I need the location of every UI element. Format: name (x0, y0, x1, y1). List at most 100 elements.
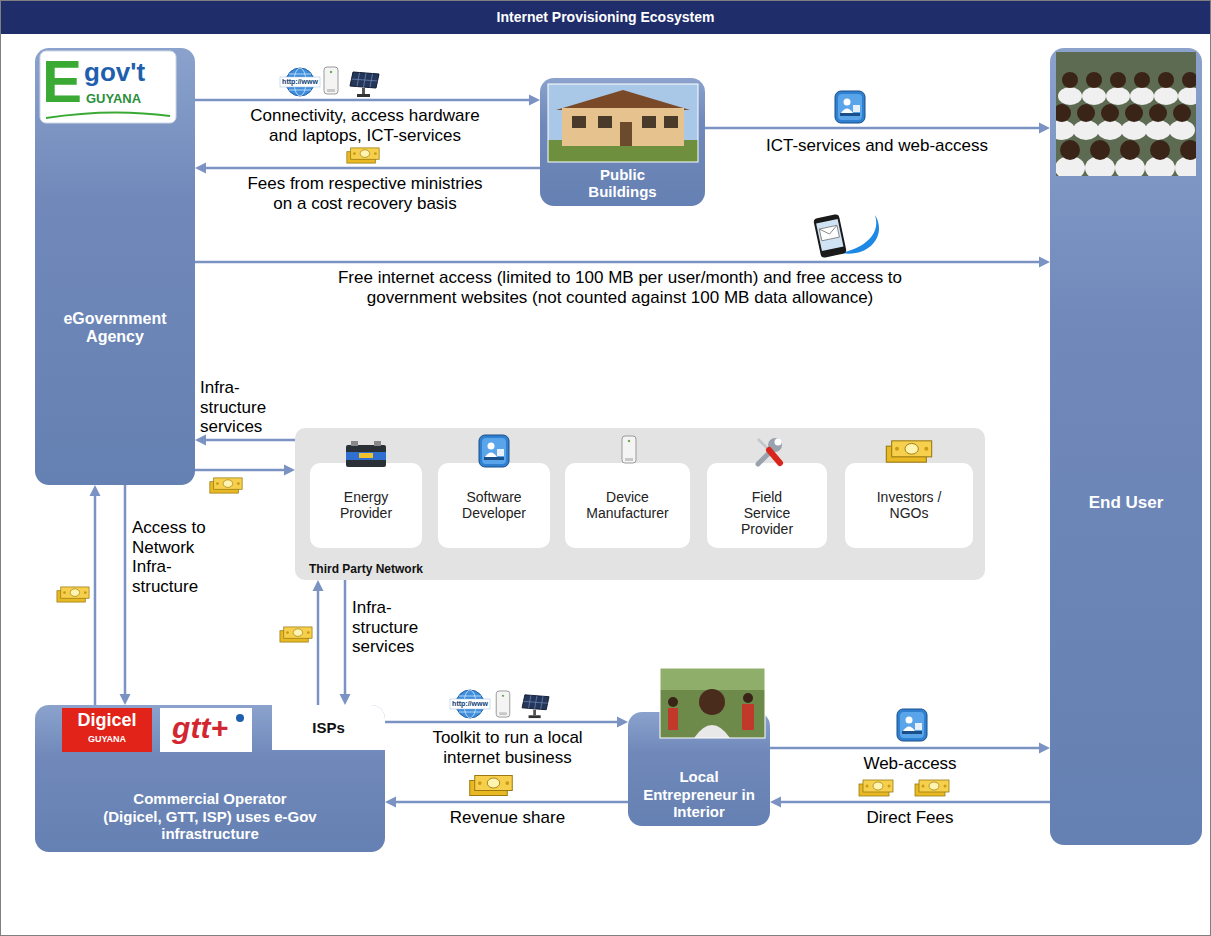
arrow-head (340, 694, 351, 705)
logo-text: GUYANA (62, 735, 152, 745)
arrow-head (284, 465, 295, 476)
gtt-logo (160, 708, 252, 752)
flow-label: Infra- structure services (200, 378, 288, 437)
arrow-head (770, 797, 781, 808)
arrow-line (779, 801, 1050, 804)
money-icon (886, 441, 931, 462)
logo-text: GUYANA (86, 92, 174, 106)
flow-label-box: Infra- structure services (200, 378, 288, 437)
arrow-line (124, 485, 127, 696)
partner-box: Field Service Provider (707, 463, 827, 548)
flow-label-box: ICT-services and web-access (712, 136, 1042, 156)
arrow-line (204, 167, 540, 170)
label-box: Digicel (62, 711, 152, 731)
title-bar: Internet Provisioning Ecosystem (0, 0, 1211, 34)
flow-arrow (705, 123, 1050, 134)
router-icon (496, 691, 510, 717)
icon-text: http://www (280, 78, 320, 86)
service-icon (897, 709, 927, 741)
user-box: End User (1050, 48, 1202, 845)
arrow-head (529, 95, 540, 106)
icon-text: http://www (450, 700, 490, 708)
money-icon (210, 478, 242, 493)
node-label: Software Developer (444, 489, 544, 521)
phone-icon (813, 214, 879, 259)
arrow-line (94, 494, 97, 705)
solar-panel-icon (522, 695, 549, 718)
node-label: Device Manufacturer (578, 489, 678, 521)
label-box: http://www (280, 78, 320, 86)
arrow-line (394, 801, 628, 804)
arrow-head (195, 163, 206, 174)
flow-label: ICT-services and web-access (712, 136, 1042, 156)
flow-label: Web-access (790, 754, 1030, 774)
flow-label-box: Revenue share (405, 808, 610, 828)
flow-label-box: Toolkit to run a local internet business (405, 728, 610, 767)
flow-arrow (385, 717, 628, 728)
arrow-head (90, 485, 101, 496)
arrow-line (317, 589, 320, 705)
router-icon (622, 436, 636, 463)
battery-icon (346, 441, 386, 467)
partner-box: Device Manufacturer (565, 463, 690, 548)
money-icon (859, 780, 893, 796)
logo-text: Digicel (62, 711, 152, 731)
node-label: Local Entrepreneur in Interior (635, 768, 763, 820)
node-label: eGovernment Agency (45, 310, 185, 347)
building-photo (548, 84, 698, 162)
arrow-head (385, 797, 396, 808)
flow-arrow (90, 485, 101, 705)
egov-logo (40, 51, 176, 123)
flow-arrow (340, 580, 351, 705)
partner-box: Energy Provider (310, 463, 422, 548)
label-box: GUYANA (62, 735, 152, 745)
money-icon (57, 587, 89, 602)
title: Internet Provisioning Ecosystem (497, 9, 715, 25)
money-icon (915, 780, 949, 796)
arrow-line (195, 469, 286, 472)
logo-text: gtt+ (160, 711, 240, 744)
flow-label-box: Free internet access (limited to 100 MB … (295, 268, 945, 307)
flow-label: Fees from respective ministries on a cos… (241, 174, 489, 213)
money-icon (470, 776, 513, 796)
flow-label: Free internet access (limited to 100 MB … (295, 268, 945, 307)
arrow-line (770, 747, 1041, 750)
flow-arrow (195, 95, 540, 106)
partner-box: Software Developer (438, 463, 550, 548)
network-band: Third Party Network Energy Provider Softwa… (295, 428, 985, 580)
node-label: Commercial Operator (Digicel, GTT, ISP) … (103, 790, 318, 842)
logo-text: gov't (84, 58, 174, 87)
arrow-head (1039, 743, 1050, 754)
solar-panel-icon (350, 72, 379, 97)
flow-label-box: Connectivity, access hardware and laptop… (240, 106, 490, 145)
crowd-photo (1056, 52, 1196, 176)
flow-arrow (195, 435, 295, 446)
agency-box: eGovernment Agency (35, 48, 195, 485)
flow-arrow (313, 580, 324, 705)
flow-arrow (770, 743, 1050, 754)
arrow-line (385, 721, 619, 724)
arrow-line (344, 580, 347, 696)
entrepreneur-photo (660, 668, 765, 738)
arrow-line (195, 99, 531, 102)
arrow-line (705, 127, 1041, 130)
node-label: Investors / NGOs (864, 489, 954, 521)
globe-icon (280, 68, 320, 96)
label-box: gov't (84, 58, 174, 87)
service-icon (835, 91, 865, 123)
arrow-head (1039, 257, 1050, 268)
arrow-line (204, 439, 295, 442)
flow-label-box: Web-access (790, 754, 1030, 774)
arrow-head (313, 580, 324, 591)
label-box: gtt+ (160, 711, 240, 744)
flow-label: Connectivity, access hardware and laptop… (240, 106, 490, 145)
node-label: Third Party Network (309, 563, 423, 577)
service-icon (479, 435, 509, 467)
flow-label-box: Access to Network Infra- structure (132, 518, 220, 596)
partner-box: Investors / NGOs (845, 463, 973, 548)
node-label: Field Service Provider (732, 489, 802, 537)
arrow-head (195, 435, 206, 446)
node-label: End User (1089, 493, 1164, 513)
